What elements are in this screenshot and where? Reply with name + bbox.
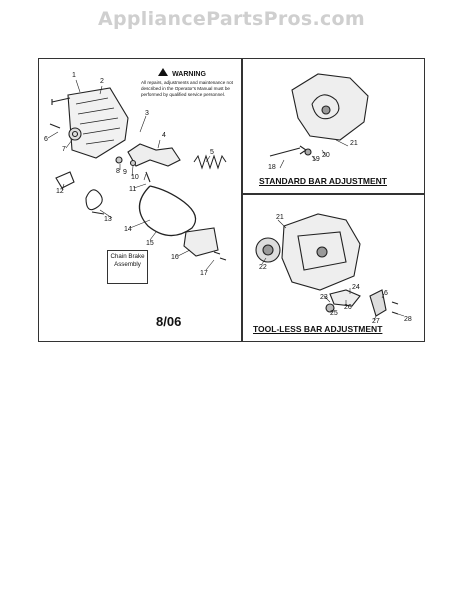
callout-6-toolless: 6 [384, 290, 388, 297]
callout-13: 13 [104, 216, 112, 223]
callout-21-toolless: 21 [276, 214, 284, 221]
crankcase-toolless-part [281, 213, 361, 291]
warning-notice: WARNING All repairs, adjustments and mai… [141, 71, 237, 98]
standard-bar-caption: STANDARD BAR ADJUSTMENT [259, 176, 387, 186]
callout-12: 12 [56, 188, 64, 195]
callout-22: 22 [259, 264, 267, 271]
callout-7: 7 [62, 146, 66, 153]
callout-20: 20 [322, 152, 330, 159]
sprocket-part [255, 237, 281, 263]
toolless-bar-caption: TOOL-LESS BAR ADJUSTMENT [253, 324, 383, 334]
callout-6: 6 [44, 136, 48, 143]
chain-brake-assembly-label: Chain Brake Assembly [107, 250, 148, 284]
callout-4: 4 [162, 132, 166, 139]
callout-25: 25 [330, 310, 338, 317]
callout-11: 11 [129, 186, 137, 193]
callout-3: 3 [145, 110, 149, 117]
callout-27: 27 [372, 318, 380, 325]
callout-24: 24 [352, 284, 360, 291]
callout-17: 17 [200, 270, 208, 277]
callout-18: 18 [268, 164, 276, 171]
callout-9: 9 [123, 169, 127, 176]
callout-14: 14 [124, 226, 132, 233]
callout-26: 26 [344, 304, 352, 311]
callout-23: 23 [320, 294, 328, 301]
chain-cover-part [67, 87, 129, 159]
date-code: 8/06 [156, 314, 182, 329]
callout-28: 28 [404, 316, 412, 323]
callout-15: 15 [146, 240, 154, 247]
callout-2: 2 [100, 78, 104, 85]
crankcase-standard-part [291, 73, 369, 141]
callout-10: 10 [131, 174, 139, 181]
warning-text: All repairs, adjustments and maintenance… [141, 80, 233, 97]
callout-1: 1 [72, 72, 76, 79]
callout-8: 8 [116, 168, 120, 175]
warning-title: WARNING [172, 71, 206, 78]
callout-5: 5 [210, 149, 214, 156]
callout-16: 16 [171, 254, 179, 261]
callout-21-standard: 21 [350, 140, 358, 147]
watermark-text: AppliancePartsPros.com [97, 8, 365, 30]
callout-19: 19 [312, 156, 320, 163]
